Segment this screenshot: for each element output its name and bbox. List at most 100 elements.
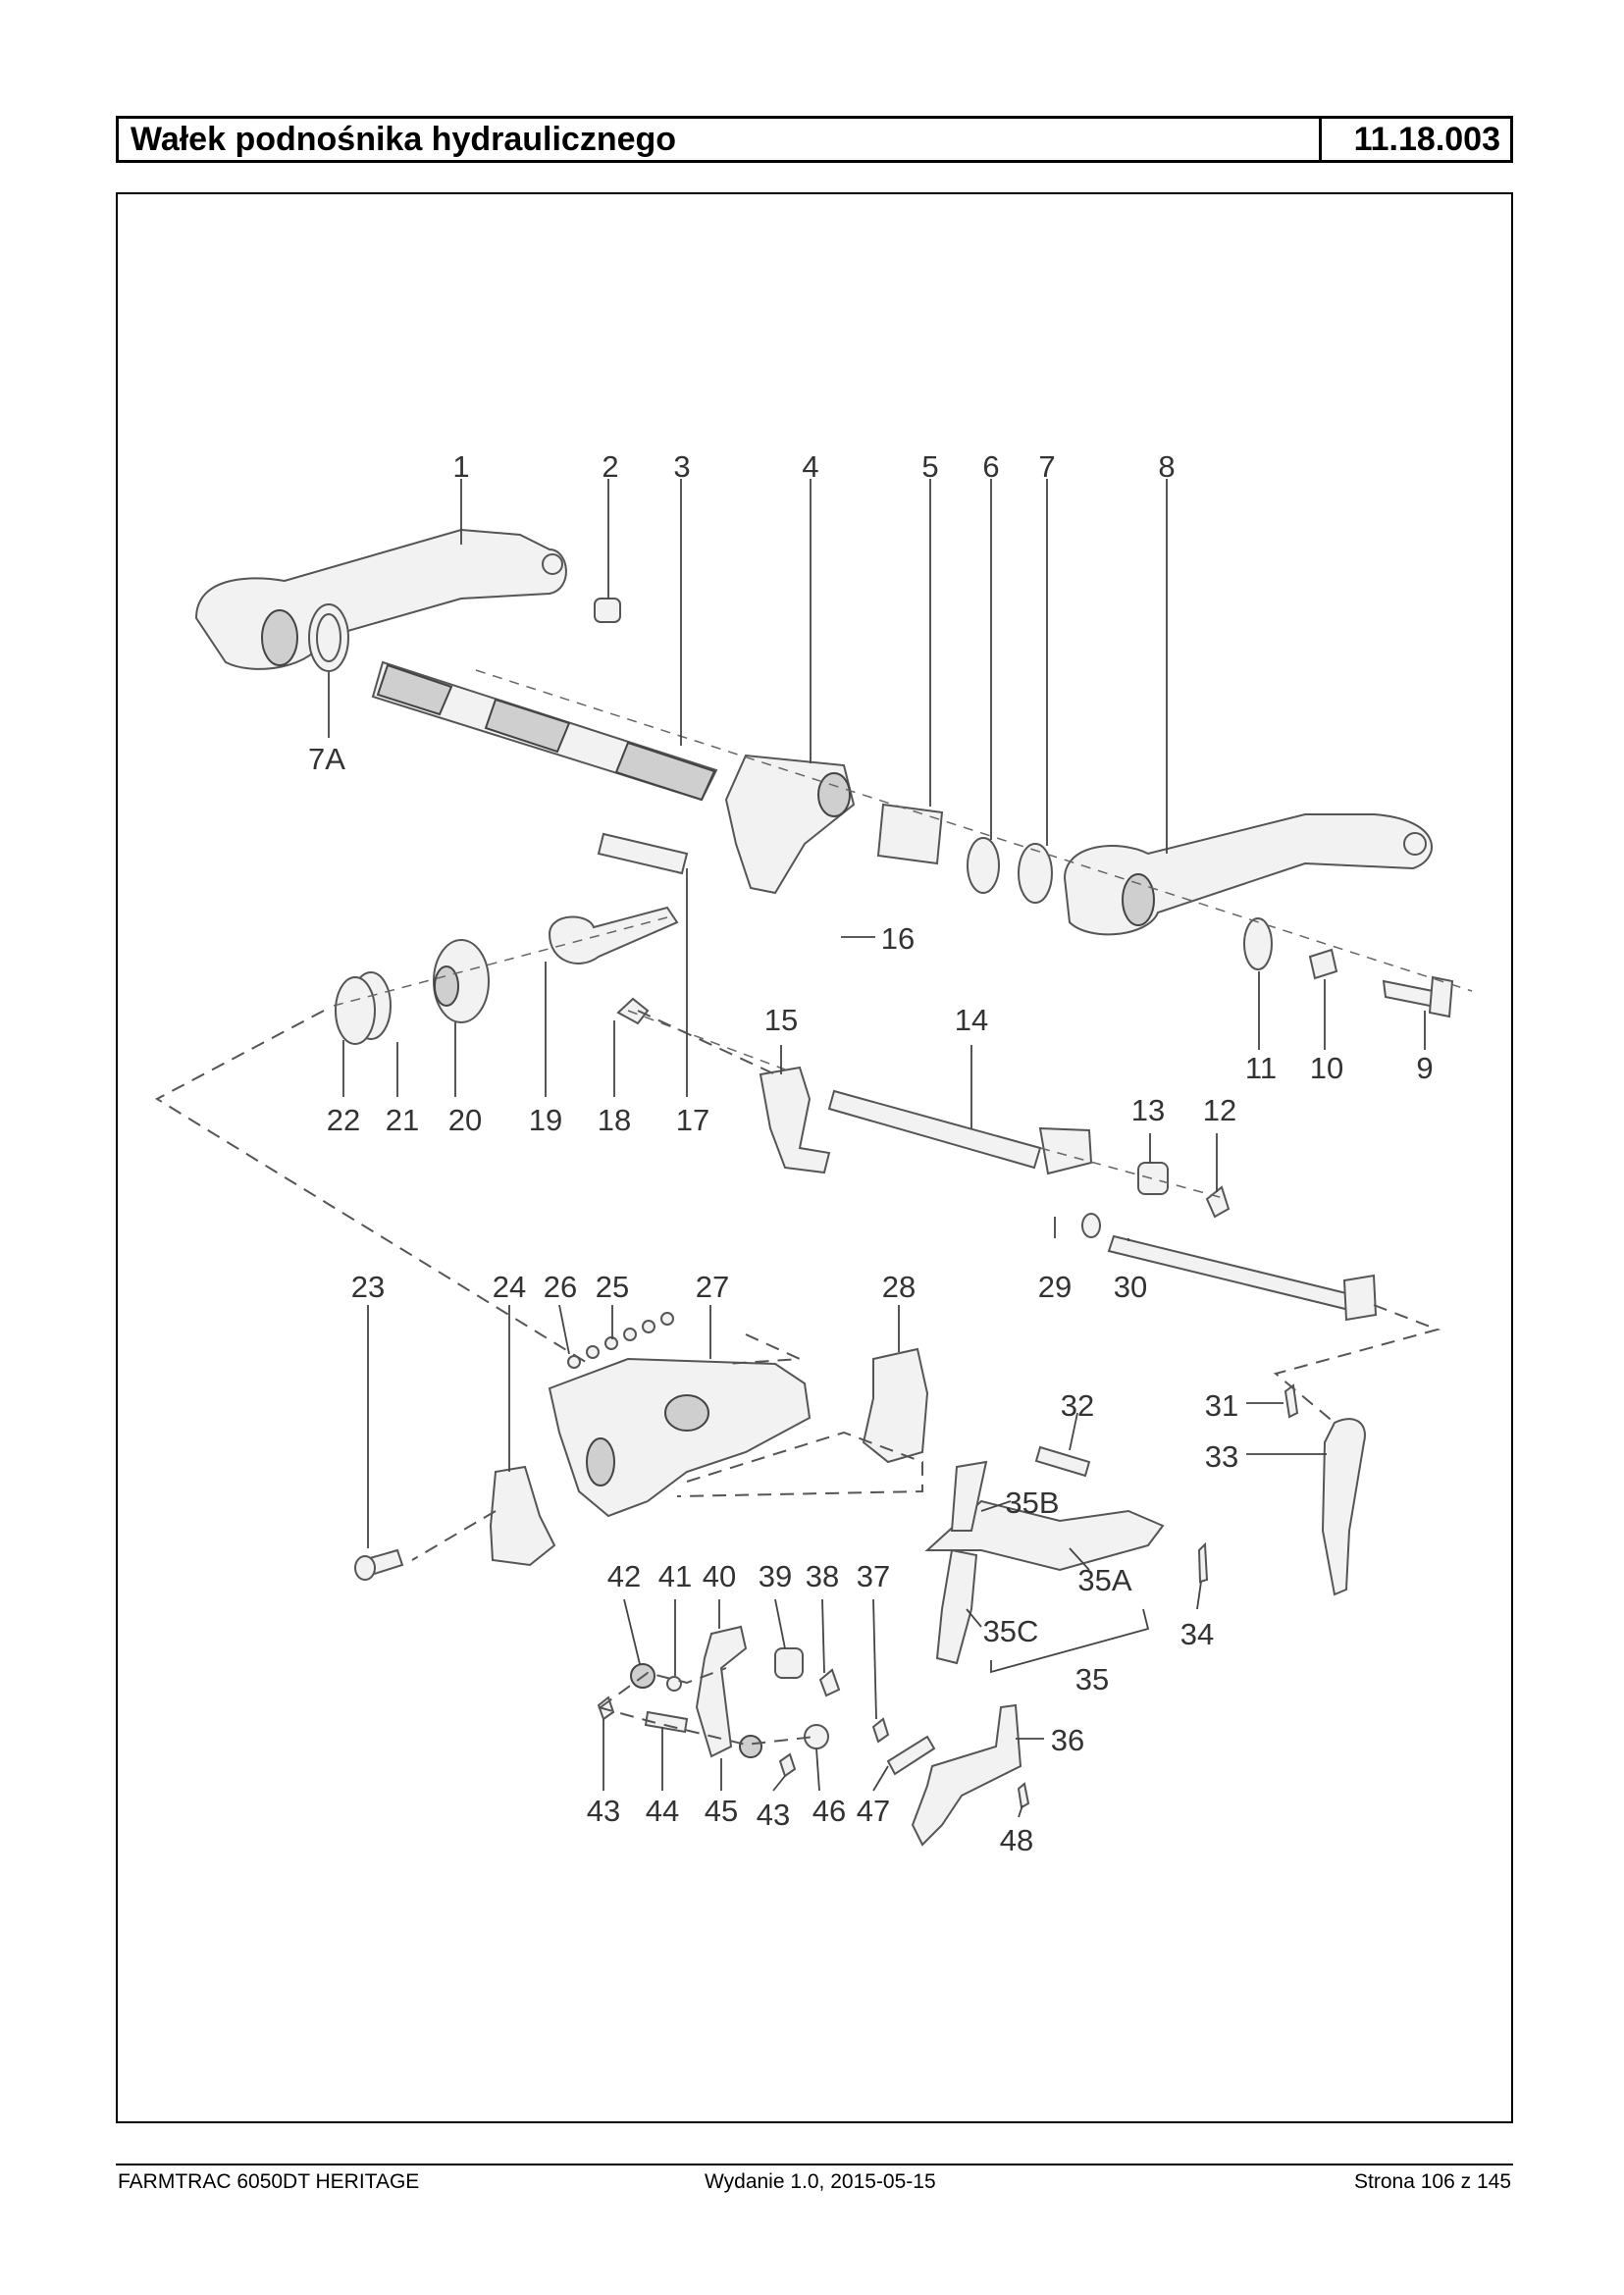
part-label: 35A (1077, 1563, 1131, 1597)
part-label: 36 (1051, 1723, 1084, 1757)
bush-5 (876, 803, 944, 865)
clip-43-right (778, 1752, 797, 1778)
lift-arm-right-eye (1403, 832, 1427, 856)
part-label: 37 (857, 1559, 890, 1593)
lift-arm-left-eye (542, 553, 563, 575)
lever-33 (1321, 1418, 1366, 1596)
control-shaft-14-fork (1038, 1126, 1093, 1175)
lift-arm-right-bore (1122, 873, 1155, 926)
lift-arm-right (1063, 813, 1433, 936)
plug-26-a (567, 1355, 581, 1369)
part-label: 43 (757, 1798, 790, 1832)
plug-25-a (604, 1336, 618, 1350)
part-label: 2 (602, 449, 618, 484)
part-label: 23 (351, 1270, 385, 1304)
plug-25-b (623, 1328, 637, 1341)
shaft-splines-1 (376, 663, 453, 716)
part-label: 9 (1416, 1051, 1433, 1085)
washer-29 (1081, 1213, 1101, 1238)
pin-34 (1197, 1541, 1209, 1584)
page-header: Wałek podnośnika hydraulicznego 11.18.00… (116, 116, 1513, 163)
part-label: 18 (598, 1103, 631, 1137)
washer-41 (666, 1676, 682, 1692)
part-label: 41 (658, 1559, 692, 1593)
lift-arm-left (194, 528, 567, 670)
part-label: 32 (1061, 1388, 1094, 1423)
part-label: 24 (493, 1270, 526, 1304)
valve-housing-27 (548, 1357, 812, 1518)
pin-17 (597, 832, 689, 875)
part-label: 39 (759, 1559, 792, 1593)
part-label: 47 (857, 1794, 890, 1828)
part-label: 19 (529, 1103, 562, 1137)
footer-edition: Wydanie 1.0, 2015-05-15 (705, 2170, 936, 2193)
lock-plate-10 (1308, 948, 1338, 980)
footer-model: FARMTRAC 6050DT HERITAGE (118, 2170, 420, 2193)
part-label: 35B (1005, 1486, 1059, 1520)
part-label: 29 (1038, 1270, 1072, 1304)
lever-35b (950, 1460, 988, 1532)
spring-45 (739, 1735, 762, 1758)
diagram-frame (116, 192, 1513, 2123)
part-label: 35 (1075, 1662, 1109, 1696)
part-label: 7 (1038, 449, 1055, 484)
part-label: 28 (882, 1270, 916, 1304)
bush-39 (774, 1647, 804, 1679)
clip-38 (818, 1668, 841, 1697)
part-label: 44 (646, 1794, 679, 1828)
ring-22 (335, 976, 376, 1045)
part-label: 38 (806, 1559, 839, 1593)
bracket-15 (759, 1066, 831, 1174)
part-label: 10 (1310, 1051, 1343, 1085)
part-label: 16 (881, 921, 915, 956)
part-labels: 1 2 3 4 5 6 7 8 7A 16 11 10 9 15 14 13 1… (308, 449, 1434, 1857)
part-label: 8 (1158, 449, 1175, 484)
cam-block-24 (489, 1465, 556, 1567)
bearing-20-bore (434, 965, 459, 1007)
part-label: 12 (1203, 1093, 1236, 1127)
leader-lines (328, 479, 1426, 1818)
part-label: 20 (448, 1103, 482, 1137)
part-label: 48 (1000, 1823, 1033, 1857)
plug-25-c (642, 1320, 655, 1333)
pin-32 (1034, 1445, 1091, 1478)
plug-25-d (660, 1312, 674, 1326)
ring-6 (967, 837, 1000, 894)
part-label: 40 (703, 1559, 736, 1593)
part-label: 17 (676, 1103, 709, 1137)
seal-7a-inner (316, 613, 341, 662)
lever-40 (695, 1625, 748, 1758)
part-label: 22 (327, 1103, 360, 1137)
pin-47 (886, 1735, 936, 1776)
washer-11 (1243, 917, 1273, 970)
pin-37 (871, 1717, 890, 1744)
part-label: 13 (1131, 1093, 1165, 1127)
shaft-splines-2 (484, 698, 571, 754)
part-label: 15 (764, 1003, 798, 1037)
plug-26-b (586, 1345, 600, 1359)
clip-43-left (597, 1695, 615, 1721)
part-label: 5 (921, 449, 938, 484)
rod-30-end (1342, 1274, 1378, 1322)
part-label: 33 (1205, 1439, 1238, 1474)
part-label: 45 (705, 1794, 738, 1828)
clip-18 (616, 997, 650, 1025)
part-label: 31 (1205, 1388, 1238, 1423)
page-title: Wałek podnośnika hydraulicznego (131, 121, 677, 158)
rocker-lever-4-bore (817, 772, 851, 817)
part-label: 35C (983, 1614, 1039, 1648)
part-label: 3 (673, 449, 690, 484)
part-label: 4 (802, 449, 818, 484)
bolt-23-head (354, 1555, 376, 1581)
part-label: 7A (308, 742, 345, 776)
bush-2 (594, 598, 621, 623)
valve-housing-port (586, 1437, 615, 1487)
bush-13 (1137, 1162, 1169, 1195)
part-label: 43 (587, 1794, 620, 1828)
part-label: 11 (1245, 1051, 1277, 1085)
part-label: 34 (1180, 1617, 1214, 1651)
part-label: 21 (386, 1103, 419, 1137)
lever-35c (935, 1548, 978, 1665)
part-label: 1 (452, 449, 469, 484)
